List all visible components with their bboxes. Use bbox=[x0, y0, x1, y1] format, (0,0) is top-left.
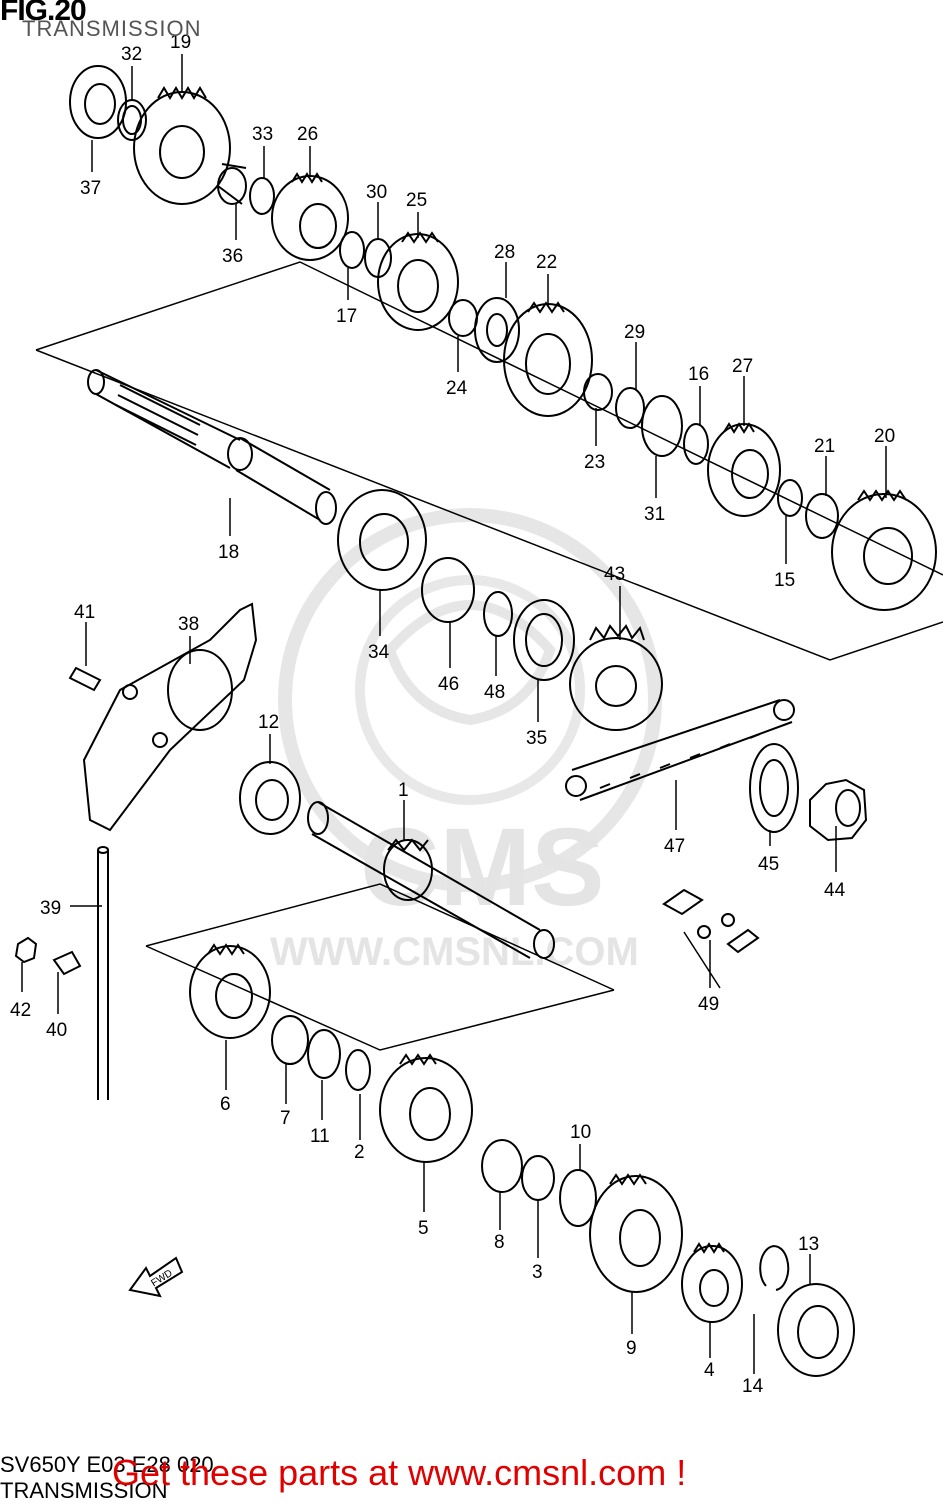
callout-40: 40 bbox=[46, 1020, 67, 1041]
callout-14: 14 bbox=[742, 1376, 764, 1397]
callout-33: 33 bbox=[252, 124, 273, 145]
callout-49: 49 bbox=[698, 994, 719, 1015]
callout-31: 31 bbox=[644, 504, 665, 525]
driveshaft-bearing bbox=[239, 761, 301, 835]
callout-19: 19 bbox=[170, 32, 191, 53]
figure-number: FIG.20 bbox=[0, 0, 87, 27]
callout-6: 6 bbox=[220, 1094, 231, 1115]
lower-gears bbox=[189, 943, 855, 1377]
shift-rod bbox=[14, 846, 109, 1100]
upper-gears bbox=[69, 65, 937, 611]
callout-5: 5 bbox=[418, 1218, 429, 1239]
callout-29: 29 bbox=[624, 322, 645, 343]
callout-7: 7 bbox=[280, 1108, 291, 1129]
callout-41: 41 bbox=[74, 602, 95, 623]
watermark-brand: CMS bbox=[360, 806, 604, 929]
callout-2: 2 bbox=[354, 1142, 365, 1163]
callout-35: 35 bbox=[526, 728, 547, 749]
lower-assembly-outline bbox=[145, 883, 615, 1051]
drive-chain bbox=[565, 699, 795, 801]
callout-11: 11 bbox=[310, 1126, 330, 1147]
callout-46: 46 bbox=[438, 674, 459, 695]
callout-3: 3 bbox=[532, 1262, 543, 1283]
callout-48: 48 bbox=[484, 682, 505, 703]
callout-24: 24 bbox=[446, 378, 468, 399]
callout-12: 12 bbox=[258, 712, 279, 733]
leader-lines bbox=[21, 54, 887, 1374]
callout-38: 38 bbox=[178, 614, 199, 635]
watermark-url: WWW.CMSNL.COM bbox=[270, 930, 639, 974]
callout-26: 26 bbox=[297, 124, 318, 145]
callout-36: 36 bbox=[222, 246, 243, 267]
callout-25: 25 bbox=[406, 190, 427, 211]
output-bearings bbox=[337, 489, 575, 681]
callout-34: 34 bbox=[368, 642, 390, 663]
model-code: SV650Y E03 E28 020 bbox=[0, 1452, 214, 1477]
callout-45: 45 bbox=[758, 854, 779, 875]
callout-23: 23 bbox=[584, 452, 605, 473]
callout-43: 43 bbox=[604, 564, 625, 585]
callout-37: 37 bbox=[80, 178, 101, 199]
callout-27: 27 bbox=[732, 356, 753, 377]
cmsnl-watermark: CMS WWW.CMSNL.COM bbox=[270, 508, 662, 974]
callout-21: 21 bbox=[814, 436, 835, 457]
callout-20: 20 bbox=[874, 426, 895, 447]
callout-28: 28 bbox=[494, 242, 515, 263]
section-title: TRANSMISSION bbox=[0, 1478, 168, 1503]
callout-42: 42 bbox=[10, 1000, 31, 1021]
promo-link[interactable]: Get these parts at www.cmsnl.com ! bbox=[112, 1452, 687, 1493]
forward-direction-arrow: FWD bbox=[128, 1256, 184, 1298]
callout-44: 44 bbox=[824, 880, 846, 901]
callout-17: 17 bbox=[336, 306, 357, 327]
figure-title: TRANSMISSION bbox=[22, 16, 202, 41]
driveshaft bbox=[307, 801, 555, 959]
callout-47: 47 bbox=[664, 836, 685, 857]
callout-13: 13 bbox=[798, 1234, 819, 1255]
callout-8: 8 bbox=[494, 1232, 505, 1253]
callout-10: 10 bbox=[570, 1122, 591, 1143]
callout-32: 32 bbox=[121, 44, 142, 65]
front-sprocket bbox=[569, 624, 663, 731]
chain-joint bbox=[662, 888, 760, 954]
callout-15: 15 bbox=[774, 570, 795, 591]
countershaft bbox=[87, 369, 337, 525]
callout-labels: 32 19 37 33 26 36 30 25 17 28 22 24 29 1… bbox=[10, 32, 895, 1397]
callout-30: 30 bbox=[366, 182, 387, 203]
callout-18: 18 bbox=[218, 542, 239, 563]
callout-1: 1 bbox=[398, 780, 409, 801]
upper-assembly-outline bbox=[35, 261, 943, 661]
callout-4: 4 bbox=[704, 1360, 715, 1381]
callout-39: 39 bbox=[40, 898, 61, 919]
callout-16: 16 bbox=[688, 364, 709, 385]
callout-22: 22 bbox=[536, 252, 557, 273]
sprocket-washer-nut bbox=[749, 743, 868, 842]
callout-9: 9 bbox=[626, 1338, 637, 1359]
bracket-plate bbox=[68, 602, 258, 832]
